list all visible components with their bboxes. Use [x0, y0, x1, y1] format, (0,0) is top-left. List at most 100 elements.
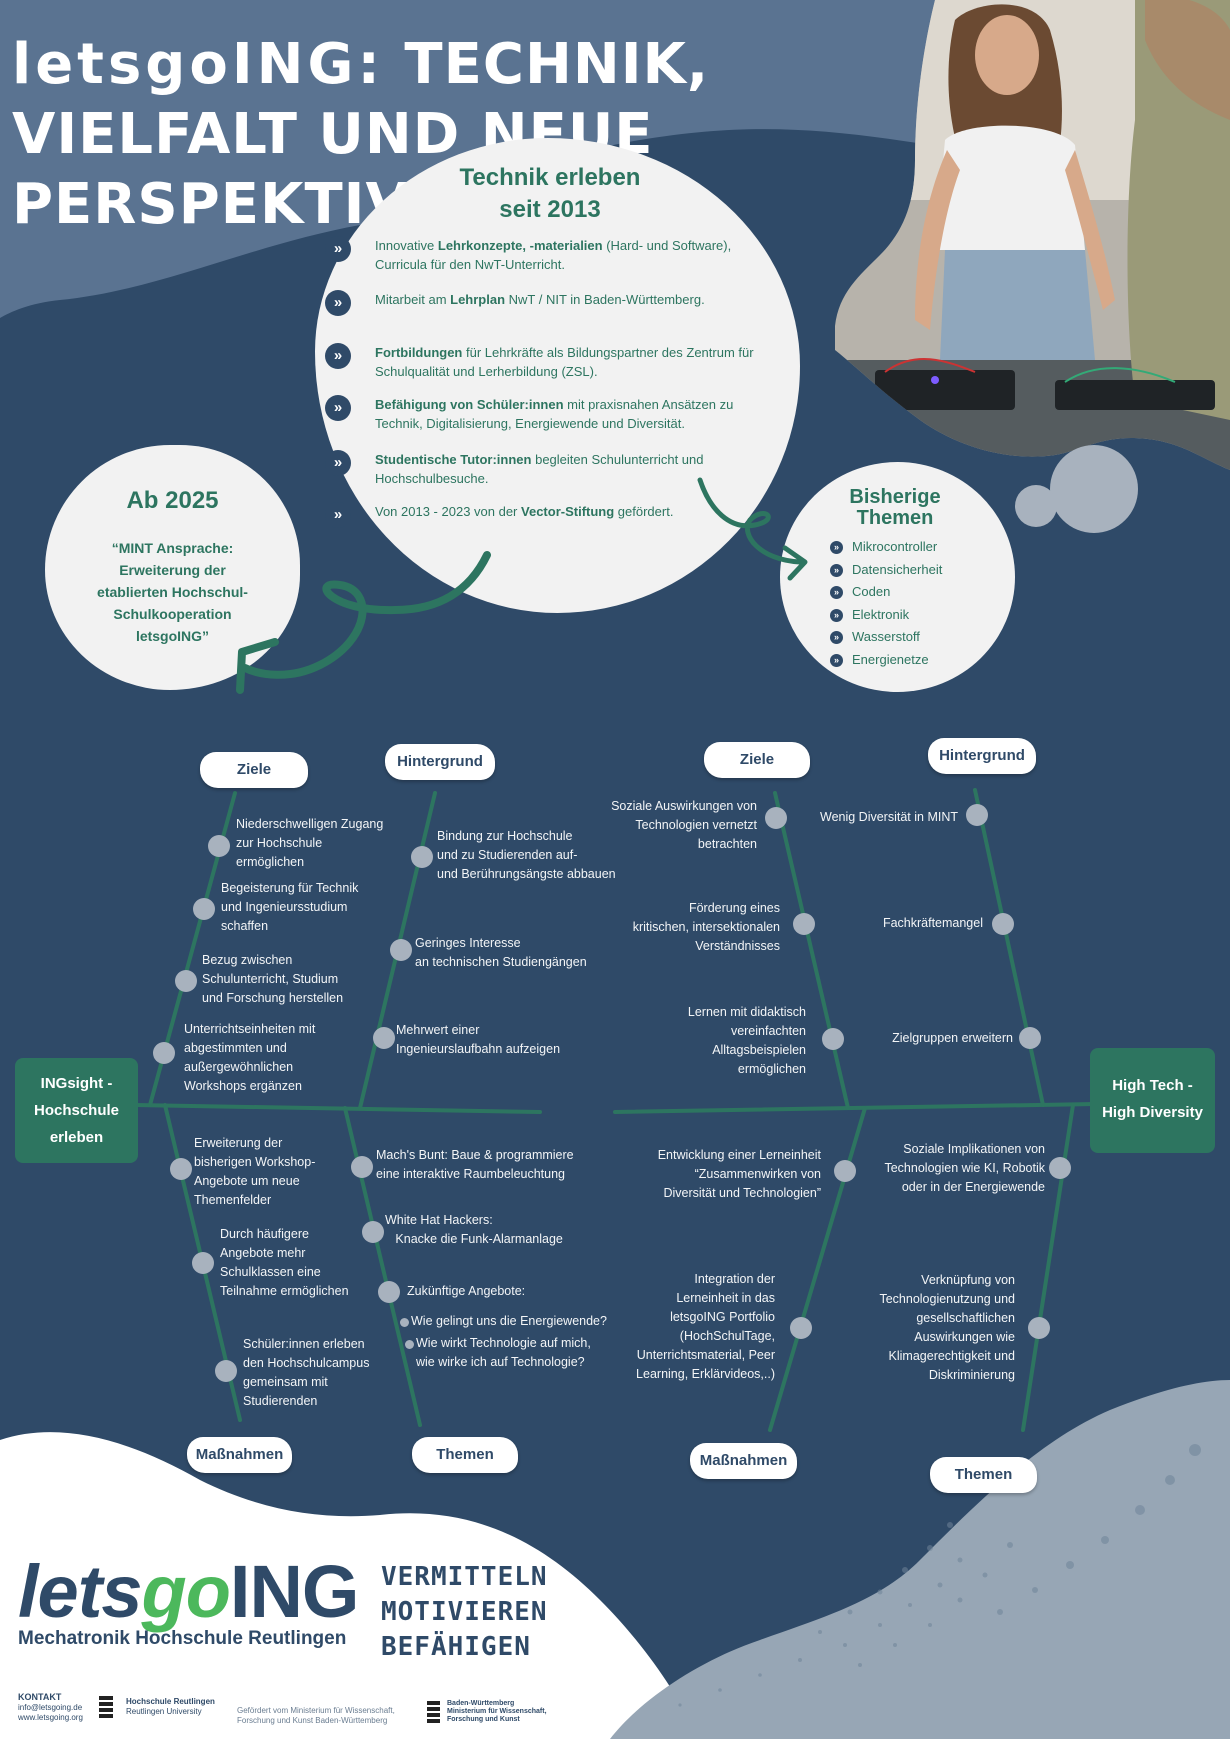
- entry-line: bisherigen Workshop-: [194, 1155, 316, 1169]
- entry-line: Soziale Implikationen von: [903, 1142, 1045, 1156]
- item-bold: Studentische Tutor:innen: [375, 452, 532, 467]
- fishbone-node-dot: [966, 804, 988, 826]
- entry-line: eine interaktive Raumbeleuchtung: [376, 1167, 566, 1181]
- gefoerdert-line: Gefördert vom Ministerium für Wissenscha…: [237, 1706, 395, 1715]
- fishbone-node-dot: [373, 1027, 395, 1049]
- entry-line: Klimagerechtigkeit und: [888, 1349, 1015, 1363]
- chevron-double-right-icon: »: [325, 395, 351, 421]
- slogan-line: BEFÄHIGEN: [381, 1632, 531, 1662]
- entry-line: Bezug zwischen: [202, 953, 293, 967]
- fishbone-head-ingsight: INGsight - Hochschule erleben: [15, 1058, 138, 1163]
- bullet-dot: [405, 1340, 414, 1349]
- entry-line: und Berührungsängste abbauen: [437, 867, 616, 881]
- center-item: »Mitarbeit am Lehrplan NwT / NIT in Bade…: [325, 290, 760, 316]
- ingsight-head-line: INGsight -: [40, 1075, 113, 1092]
- entry-line: Begeisterung für Technik: [221, 881, 359, 895]
- fishbone-node-dot: [790, 1317, 812, 1339]
- item-pre: Mitarbeit am: [375, 292, 451, 307]
- entry-line: Entwicklung einer Lerneinheit: [657, 1148, 821, 1162]
- topic-item: »Mikrocontroller: [830, 536, 938, 558]
- entry-line: Angebote um neue: [194, 1174, 300, 1188]
- entry-line: Unterrichtsmaterial, Peer: [636, 1348, 775, 1362]
- topic-item: » Elektronik: [830, 604, 910, 626]
- entry-line: Integration der: [694, 1272, 775, 1286]
- slogan-line: MOTIVIEREN: [381, 1597, 548, 1627]
- bw-lions-crest-icon: [427, 1701, 440, 1723]
- item-pre: Innovative: [375, 238, 438, 253]
- footer-kontakt: KONTAKT info@letsgoing.de www.letsgoing.…: [18, 1692, 83, 1723]
- right-bubble-heading: Bisherige Themen: [800, 487, 990, 529]
- fishbone-node-dot: [765, 807, 787, 829]
- footer-hochschule: Hochschule Reutlingen Reutlingen Univers…: [126, 1697, 215, 1717]
- entry-line: schaffen: [221, 919, 269, 933]
- center-item: »Fortbildungen für Lehrkräfte als Bildun…: [325, 343, 760, 381]
- center-heading-line-2: seit 2013: [499, 196, 601, 223]
- entry-line: vereinfachten: [730, 1024, 806, 1038]
- left-massnahmen-label: Maßnahmen: [187, 1437, 292, 1473]
- entry-line: (HochSchulTage,: [679, 1329, 775, 1343]
- entry-line: oder in der Energiewende: [901, 1180, 1045, 1194]
- entry-line: wie wirke ich auf Technologie?: [416, 1355, 585, 1369]
- chevron-double-right-icon: »: [325, 236, 351, 262]
- footer-gefoerdert: Gefördert vom Ministerium für Wissenscha…: [237, 1706, 395, 1726]
- fishbone-entry-text: White Hat Hackers: Knacke die Funk-Alarm…: [385, 1211, 615, 1249]
- entry-line: Wie gelingt uns die Energiewende?: [411, 1314, 607, 1328]
- entry-line: Technologienutzung und: [879, 1292, 1015, 1306]
- chevron-double-right-icon: »: [325, 290, 351, 316]
- fishbone-node-dot: [390, 939, 412, 961]
- entry-line: Lernen mit didaktisch: [687, 1005, 806, 1019]
- entry-line: außergewöhnlichen: [184, 1060, 294, 1074]
- center-bubble-heading: Technik erleben seit 2013: [400, 162, 700, 226]
- fishbone-entry-text: Zukünftige Angebote:: [407, 1282, 607, 1301]
- fishbone-entry-text: Erweiterung der bisherigen Workshop- Angeb…: [194, 1134, 354, 1210]
- fishbone-node-dot: [351, 1156, 373, 1178]
- entry-line: Erweiterung der: [194, 1136, 283, 1150]
- entry-line: “Zusammenwirken von: [694, 1167, 821, 1181]
- topic-item: »Coden: [830, 581, 890, 603]
- item-post: gefördert.: [614, 504, 674, 519]
- fishbone-node-dot: [992, 913, 1014, 935]
- topic-label: Energienetze: [852, 651, 929, 667]
- topic-label: Mikrocontroller: [852, 539, 938, 554]
- fishbone-node-dot: [192, 1252, 214, 1274]
- entry-line: Zukünftige Angebote:: [407, 1284, 526, 1298]
- item-bold: Lehrkonzepte, -materialien: [437, 238, 603, 253]
- ingsight-head-line: erleben: [49, 1129, 104, 1146]
- entry-line: Diversität und Technologien”: [663, 1186, 821, 1200]
- entry-line: ermöglichen: [236, 855, 305, 869]
- entry-line: Schulunterricht, Studium: [202, 972, 339, 986]
- fishbone-entry-text: Entwicklung einer Lerneinheit “Zusammenwi…: [615, 1146, 821, 1203]
- entry-line: Technologien vernetzt: [635, 818, 757, 832]
- entry-line: und Ingenieursstudium: [221, 900, 348, 914]
- entry-line: Fachkräftemangel: [882, 916, 983, 930]
- entry-line: Bindung zur Hochschule: [437, 829, 573, 843]
- left-quote-line: “MINT Ansprache:: [111, 540, 234, 556]
- entry-line: Unterrichtseinheiten mit: [184, 1022, 316, 1036]
- kontakt-email[interactable]: info@letsgoing.de: [18, 1703, 83, 1712]
- chevron-double-right-icon: »: [830, 608, 843, 622]
- future-offer-text: Wie wirkt Technologie auf mich,wie wirke…: [416, 1334, 636, 1372]
- bw-line: Forschung und Kunst: [447, 1716, 520, 1723]
- topic-label: Wasserstoff: [852, 629, 920, 644]
- chevron-double-right-icon: »: [830, 631, 843, 644]
- entry-line: kritischen, intersektionalen: [632, 920, 780, 934]
- item-post: NwT / NIT in Baden-Württemberg.: [505, 292, 705, 307]
- fishbone-node-dot: [153, 1042, 175, 1064]
- topic-item: » Wasserstoff: [830, 626, 920, 648]
- right-themen-label: Themen: [930, 1457, 1037, 1493]
- topic-item: »Datensicherheit: [830, 559, 942, 581]
- topic-label: Elektronik: [852, 606, 910, 622]
- entry-line: Alltagsbeispielen: [712, 1043, 806, 1057]
- item-bold: Befähigung von Schüler:innen: [375, 397, 564, 412]
- fishbone-entry-text: Begeisterung für Technik und Ingenieursst…: [221, 879, 401, 936]
- entry-line: Angebote mehr: [220, 1246, 306, 1260]
- kontakt-website[interactable]: www.letsgoing.org: [18, 1713, 83, 1722]
- left-quote-line: letsgoING”: [135, 628, 210, 644]
- logo-go: go: [141, 1550, 231, 1633]
